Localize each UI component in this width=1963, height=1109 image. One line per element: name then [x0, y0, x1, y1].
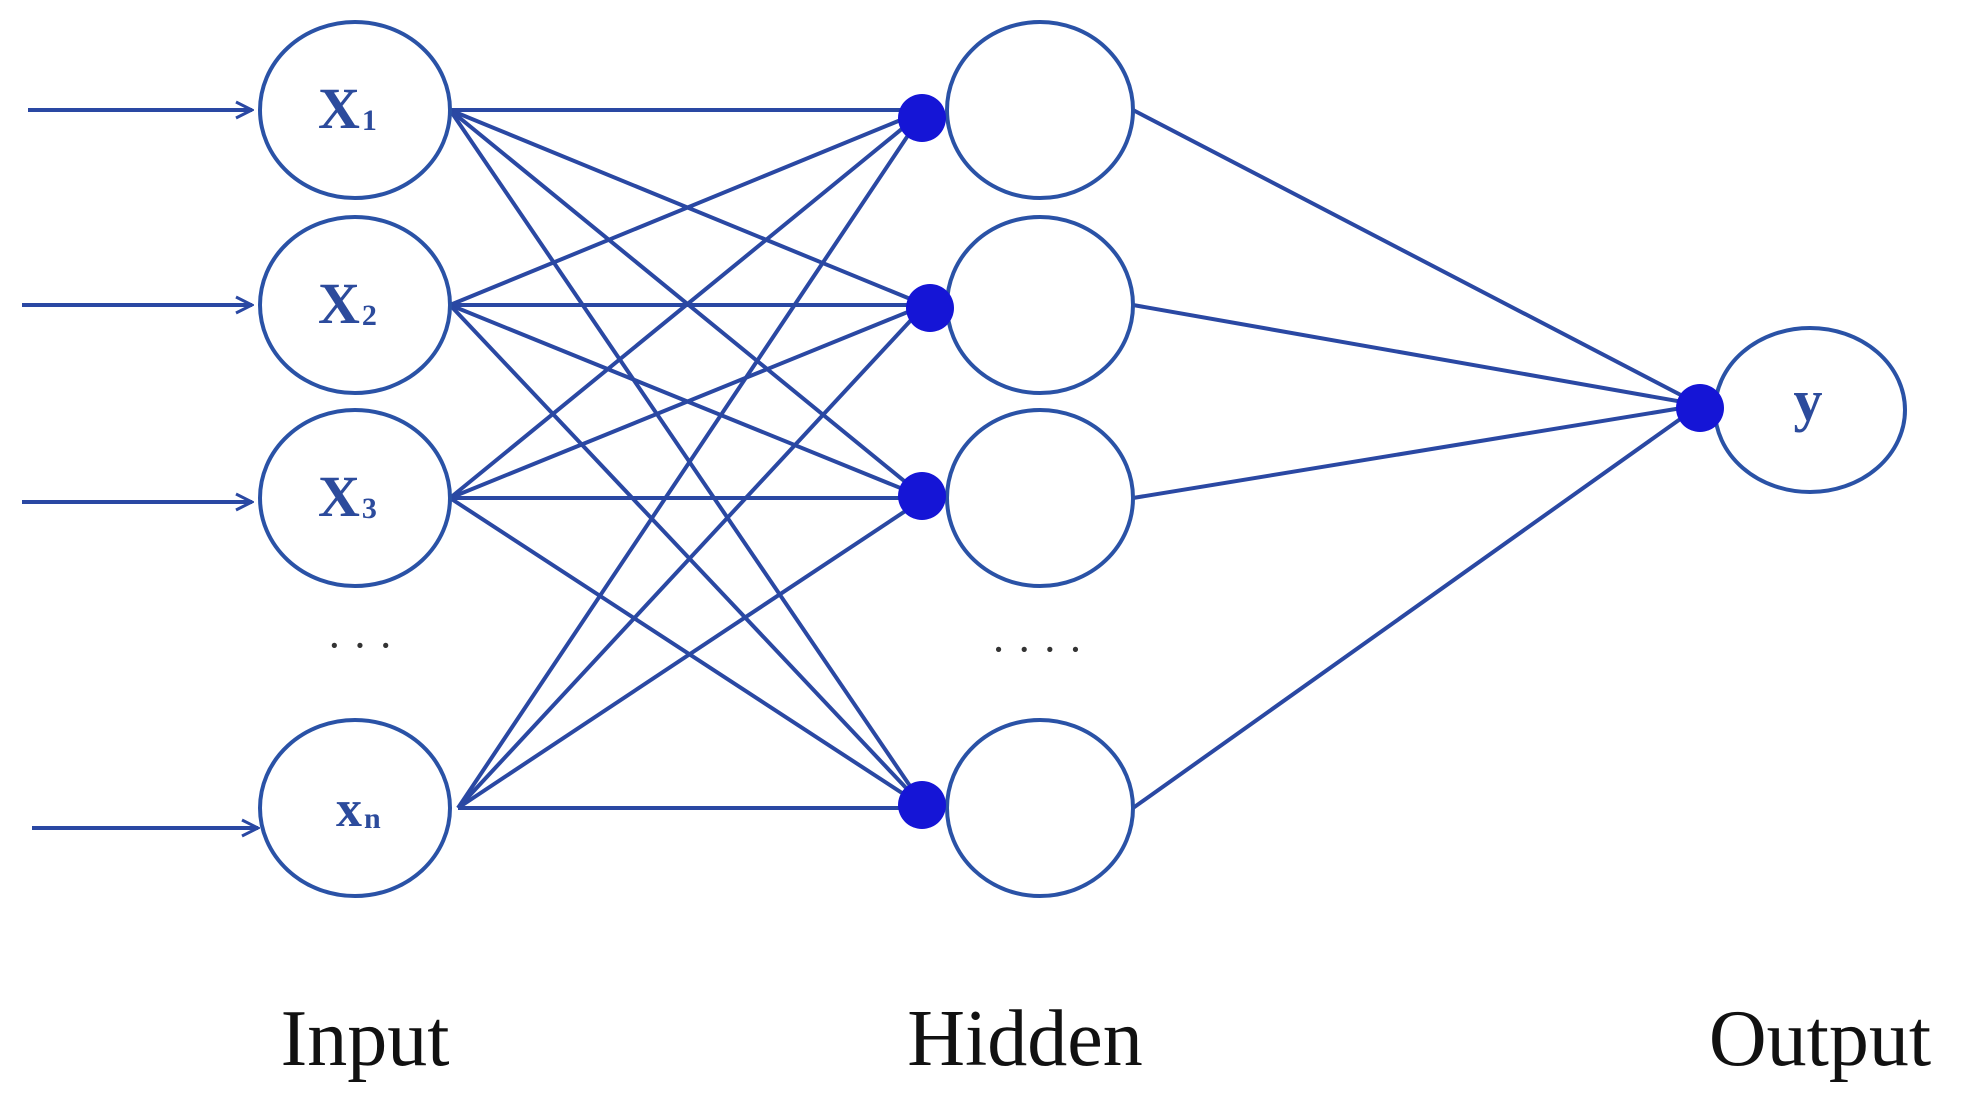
output-layer-node: y — [1713, 326, 1907, 494]
edge-x2-h1 — [449, 108, 926, 307]
hidden-node-2 — [945, 215, 1135, 395]
edge-xn-h1 — [456, 108, 927, 810]
hidden-node-3 — [945, 408, 1135, 588]
hidden-node-1 — [945, 20, 1135, 200]
hidden-junction-dot-3 — [898, 472, 946, 520]
edge-xn-h2 — [456, 303, 927, 810]
edge-xn-h3 — [456, 496, 927, 810]
edge-x3-h4 — [448, 496, 927, 810]
edge-x1-h4 — [448, 108, 927, 810]
input-layer-nodes: X1 X2 X3 xn — [258, 20, 452, 898]
input-node-xn — [258, 718, 452, 898]
hidden-ellipsis: · · · · — [991, 625, 1083, 674]
edge-x3-h2 — [449, 303, 926, 500]
input-node-x2-label: X2 — [318, 271, 377, 336]
output-node-y-label: y — [1794, 368, 1823, 433]
hidden-node-4 — [945, 718, 1135, 898]
layer-label-hidden: Hidden — [907, 995, 1143, 1083]
edge-h1-y — [1132, 108, 1701, 407]
hidden-layer-nodes — [945, 20, 1135, 898]
edge-h4-y — [1131, 403, 1702, 810]
edge-h2-y — [1132, 303, 1701, 407]
hidden-output-connections — [1131, 108, 1702, 810]
hidden-junction-dot-2 — [906, 284, 954, 332]
edge-h3-y — [1132, 403, 1701, 500]
input-node-x1-label: X1 — [318, 76, 377, 141]
input-ellipsis: · · · — [327, 621, 393, 670]
input-node-x3 — [258, 408, 452, 588]
edge-x3-h1 — [448, 108, 927, 500]
hidden-junction-dot-1 — [898, 94, 946, 142]
input-node-xn-label: xn — [336, 781, 381, 838]
input-node-x1 — [258, 20, 452, 200]
edge-x2-h4 — [448, 303, 927, 810]
layer-label-output: Output — [1709, 995, 1931, 1083]
output-junction-dot — [1676, 384, 1724, 432]
hidden-junction-dot-4 — [898, 781, 946, 829]
input-node-x2 — [258, 215, 452, 395]
input-arrows — [22, 110, 258, 828]
input-node-x3-label: X3 — [318, 464, 377, 529]
layer-label-input: Input — [281, 995, 450, 1083]
junction-dots — [898, 94, 1724, 829]
input-hidden-connections — [448, 108, 927, 810]
